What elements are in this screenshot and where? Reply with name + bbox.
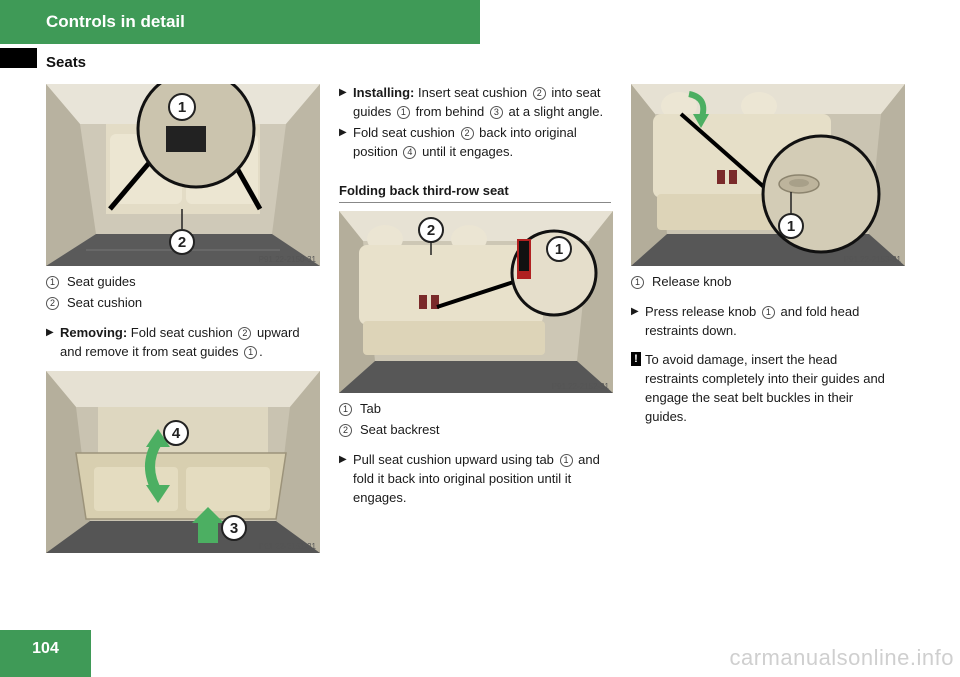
- step-arrow-icon: ▶: [46, 327, 54, 338]
- figure4-callout-1: 1: [787, 218, 795, 235]
- figure3-callout-1: 1: [555, 241, 563, 258]
- figure-fold-cushion: 4 3 P91.22-2151-31: [46, 371, 320, 553]
- figure2-code: P91.22-2151-31: [258, 542, 316, 551]
- step-press-knob: ▶ Press release knob 1 and fold head res…: [631, 304, 860, 338]
- step-arrow-icon: ▶: [339, 454, 347, 465]
- figure1-callout-2: 2: [178, 234, 186, 251]
- step-arrow-icon: ▶: [631, 306, 639, 317]
- step-arrow-icon: ▶: [339, 127, 347, 138]
- section-marker: [0, 48, 37, 68]
- figure2-callout-3: 3: [230, 520, 238, 537]
- figure2-callout-4: 4: [172, 425, 181, 442]
- figure-seat-guides: 1 2 P91.22-2150-31: [46, 84, 320, 266]
- subheading-folding-back: Folding back third-row seat: [339, 183, 611, 203]
- figure-release-knob: 1 P91.22-2153-31: [631, 84, 905, 266]
- figure1-callout-1: 1: [178, 99, 186, 116]
- chapter-title: Controls in detail: [46, 12, 185, 31]
- step-arrow-icon: ▶: [339, 87, 347, 98]
- step-installing: ▶ Installing: Insert seat cushion 2 into…: [339, 85, 604, 119]
- section-title: Seats: [46, 54, 87, 71]
- figure-seat-backrest: 1 2 P91.22-2152-31: [339, 211, 613, 393]
- watermark: carmanualsonline.info: [729, 645, 954, 670]
- header-bar: [0, 0, 480, 44]
- step-pull-cushion: ▶ Pull seat cushion upward using tab 1 a…: [339, 452, 600, 505]
- page-number: 104: [32, 640, 59, 657]
- step-fold-back: ▶ Fold seat cushion 2 back into original…: [339, 125, 577, 159]
- figure3-callout-2: 2: [427, 222, 435, 239]
- warning-icon: !: [631, 352, 641, 366]
- step-removing: ▶ Removing: Fold seat cushion 2 upward a…: [46, 325, 300, 359]
- figure1-code: P91.22-2150-31: [258, 255, 316, 264]
- figure4-code: P91.22-2153-31: [843, 255, 901, 264]
- page-number-box: [0, 630, 91, 677]
- warning-note: ! To avoid damage, insert the head restr…: [631, 350, 925, 426]
- figure3-code: P91.22-2152-31: [551, 382, 609, 391]
